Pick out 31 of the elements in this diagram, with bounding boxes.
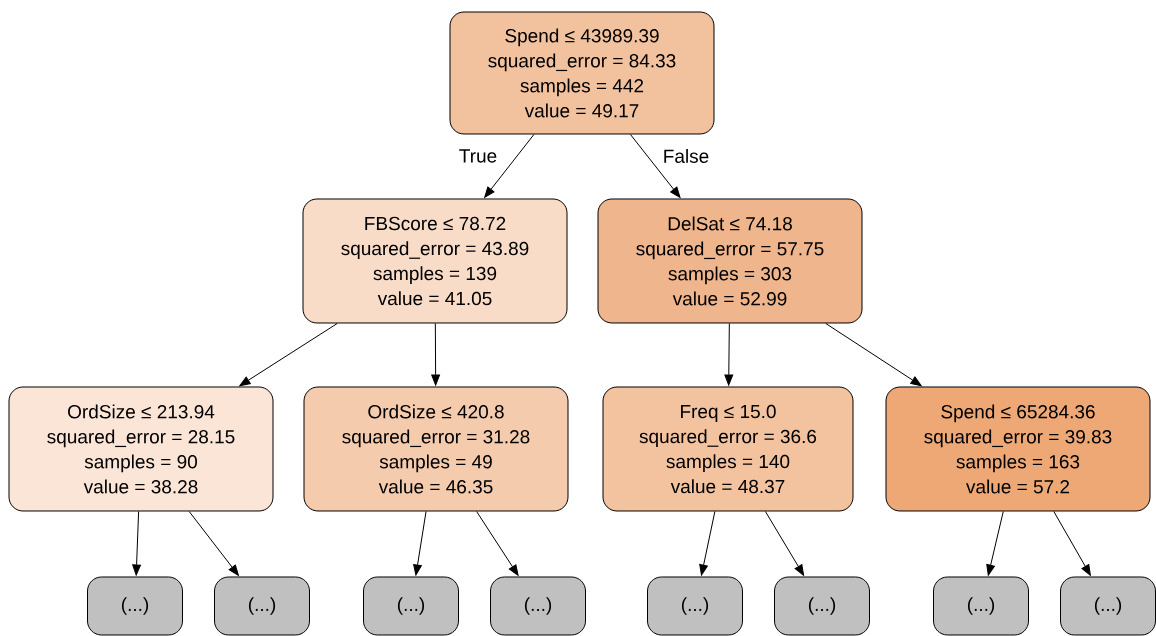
arrow: [476, 511, 519, 576]
split-node-box: OrdSize ≤ 420.8 squared_error = 31.28 samples = 49 value = 46.35: [303, 386, 569, 512]
leaf-box: (...): [490, 576, 586, 636]
arrow: [629, 134, 681, 198]
arrow: [431, 323, 440, 386]
leaf-box: (...): [363, 576, 459, 636]
arrow: [1053, 511, 1091, 576]
split-node-box: OrdSize ≤ 213.94 squared_error = 28.15 samples = 90 value = 38.28: [8, 386, 274, 512]
arrow: [825, 323, 922, 387]
edge-label: True: [457, 148, 499, 164]
split-node-box: Spend ≤ 43989.39 squared_error = 84.33 samples = 442 value = 49.17: [449, 11, 715, 135]
split-node-box: Freq ≤ 15.0 squared_error = 36.6 samples = 140 value = 48.37: [602, 386, 854, 512]
edge-label: False: [661, 148, 711, 164]
leaf-box: (...): [1060, 576, 1156, 636]
leaf-box: (...): [214, 576, 310, 636]
leaf-box: (...): [774, 576, 870, 636]
split-node-box: FBScore ≤ 78.72 squared_error = 43.89 samples = 139 value = 41.05: [302, 198, 568, 324]
arrow: [239, 323, 338, 387]
arrow: [699, 511, 716, 576]
leaf-box: (...): [933, 576, 1029, 636]
arrow: [764, 511, 805, 576]
split-node-box: Spend ≤ 65284.36 squared_error = 39.83 samples = 163 value = 57.2: [885, 386, 1151, 512]
arrow: [484, 134, 535, 198]
leaf-box: (...): [647, 576, 743, 636]
arrow: [132, 511, 141, 576]
arrow: [188, 511, 239, 576]
arrow: [413, 511, 427, 576]
leaf-box: (...): [87, 576, 183, 636]
arrow: [986, 511, 1004, 576]
arrow: [724, 323, 734, 386]
split-node-box: DelSat ≤ 74.18 squared_error = 57.75 samples = 303 value = 52.99: [597, 198, 863, 324]
